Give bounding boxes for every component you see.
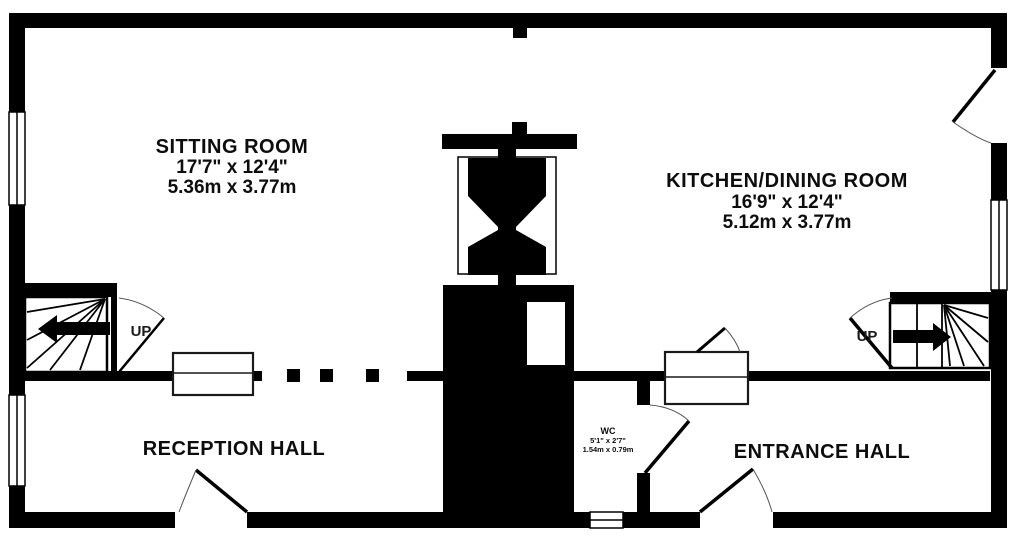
door-stair-left <box>118 297 165 373</box>
window-right <box>990 199 1008 291</box>
wall-reception-divider-b <box>407 371 443 381</box>
kitchen-dining-metric: 5.12m x 3.77m <box>723 212 852 233</box>
wall-wc-stub-lower <box>637 473 650 512</box>
sitting-room-imperial: 17'7" x 12'4" <box>176 157 288 178</box>
stair-left-up-label: UP <box>131 323 152 340</box>
door-front-entrance <box>698 467 773 514</box>
wall-bottom-c <box>623 512 700 528</box>
door-kitchen-side <box>951 68 997 144</box>
wall-bottom-d <box>773 512 1007 528</box>
stair-right <box>888 301 992 370</box>
door-kitchen-unit-flap <box>696 326 741 354</box>
wall-stub-top-center <box>513 27 527 38</box>
wc-metric: 1.54m x 0.79m <box>583 445 634 454</box>
window-left-lower <box>8 394 26 487</box>
door-wc <box>643 404 691 475</box>
wall-left-upper <box>9 13 25 112</box>
window-wc <box>589 511 624 529</box>
windows <box>8 111 1008 529</box>
wall-left-middle <box>9 205 25 395</box>
wall-entrance-divider <box>574 371 990 381</box>
beam-dash-2 <box>320 369 333 382</box>
stair-right-direction-arrow-icon <box>893 323 951 351</box>
wall-top <box>9 13 1007 28</box>
beam-dash-1 <box>287 369 300 382</box>
door-stair-right <box>848 297 894 370</box>
wall-reception-divider-stub <box>253 371 262 381</box>
walls <box>9 13 1007 528</box>
beam-dash-3 <box>366 369 379 382</box>
kitchen-dining-imperial: 16'9" x 12'4" <box>731 192 843 213</box>
window-left-upper <box>8 111 26 206</box>
fixture-reception-unit <box>171 351 255 397</box>
entrance-hall-name: ENTRANCE HALL <box>734 441 911 463</box>
wall-stair-left-side <box>111 297 117 373</box>
kitchen-dining-name: KITCHEN/DINING ROOM <box>666 170 908 192</box>
sitting-room-metric: 5.36m x 3.77m <box>168 177 297 198</box>
sitting-room-name: SITTING ROOM <box>156 136 309 158</box>
wall-reception-divider-a <box>9 371 173 381</box>
wall-bottom-a <box>9 512 175 528</box>
wall-right-lower <box>991 290 1007 528</box>
stair-left-direction-arrow-icon <box>38 315 110 343</box>
wall-right-middle <box>991 143 1007 200</box>
wc-imperial: 5'1" x 2'7" <box>590 436 626 445</box>
wall-stair-right-top <box>890 292 991 303</box>
chimney-recess <box>527 302 565 365</box>
fireplace-top-bar <box>442 134 577 149</box>
wall-right-upper <box>991 13 1007 68</box>
labels: SITTING ROOM 17'7" x 12'4" 5.36m x 3.77m… <box>131 136 911 463</box>
wall-stair-left-top <box>9 283 117 297</box>
door-reception <box>178 468 249 514</box>
reception-hall-name: RECEPTION HALL <box>143 438 326 460</box>
fireplace <box>442 122 577 285</box>
fireplace-flue-stub <box>512 122 527 134</box>
stair-left <box>23 295 110 374</box>
fixture-kitchen-unit <box>663 350 750 406</box>
chimney-mass <box>443 285 574 528</box>
fireplace-stem <box>498 149 516 285</box>
doors <box>118 68 997 514</box>
wall-wc-stub-upper <box>637 381 650 405</box>
stair-right-up-label: UP <box>857 328 878 345</box>
wc-name: WC <box>601 426 616 436</box>
